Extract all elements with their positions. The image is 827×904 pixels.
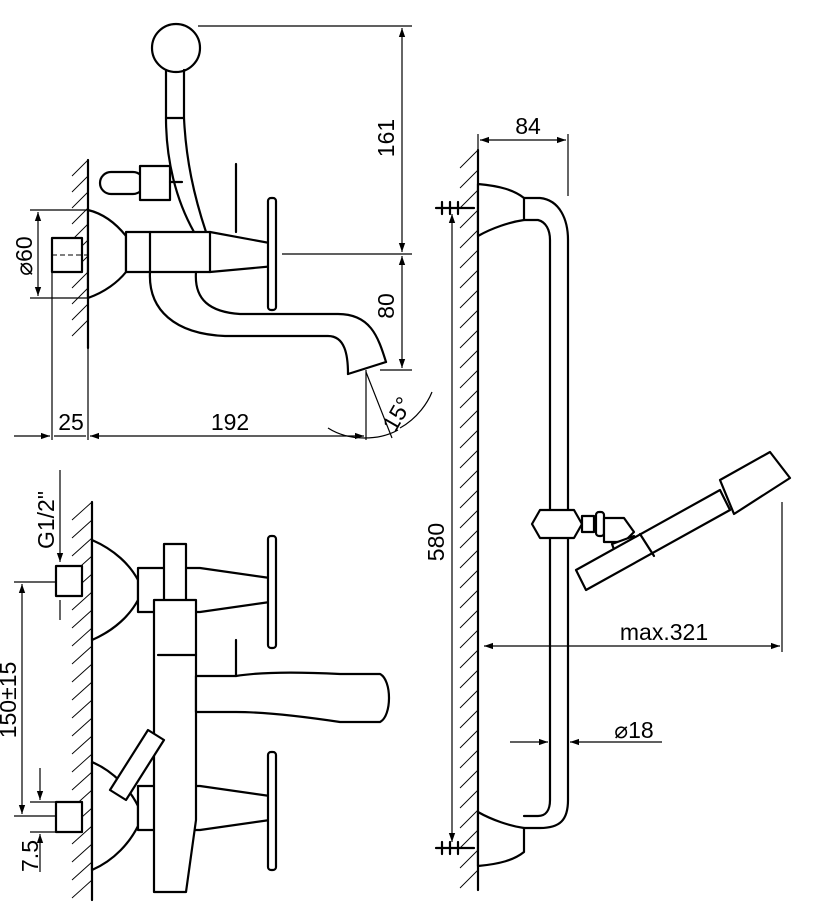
slide-bar-view: [434, 148, 792, 892]
slider: [530, 508, 584, 540]
dim-wall-offset: 25: [58, 409, 84, 435]
wall-hatch-bottom: [71, 500, 94, 902]
handshower-head: [150, 22, 202, 74]
dim-bar-diameter: ⌀18: [614, 717, 653, 743]
dim-center-distance: 150±15: [0, 662, 21, 739]
front-view-dimensions: [14, 470, 64, 872]
dim-bar-width: 84: [515, 113, 541, 139]
dim-max-reach: max.321: [620, 619, 708, 645]
side-view-dimensions: [14, 25, 433, 440]
dim-bar-length: 580: [423, 523, 449, 561]
wall-hatch-right: [459, 148, 480, 892]
dim-eccentric-offset: 7.5: [17, 840, 43, 872]
dim-handshower-height: 161: [373, 119, 399, 157]
side-view: [50, 22, 388, 376]
dim-spout-angle: 15°: [377, 392, 417, 435]
dim-flange-diameter: ⌀60: [11, 236, 37, 275]
front-view: [54, 500, 391, 902]
dim-spout-reach: 192: [211, 409, 249, 435]
dim-spout-height: 80: [373, 293, 399, 319]
dim-connection-thread: G1/2": [33, 491, 59, 549]
slide-bar-dimensions: [448, 134, 783, 842]
wall-screws: [434, 200, 476, 856]
